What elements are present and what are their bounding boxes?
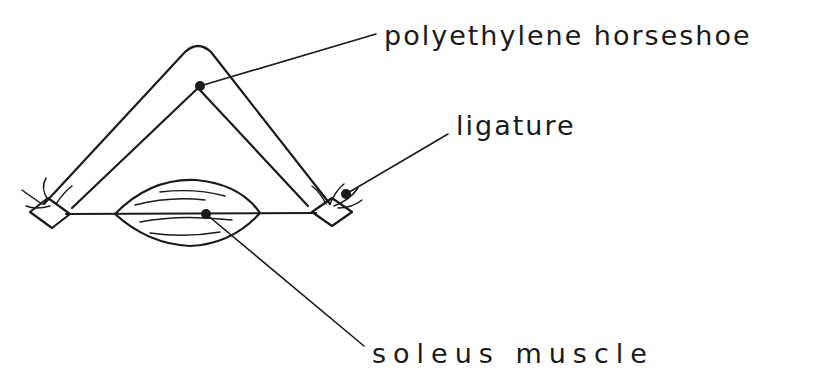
ligature-thread (312, 184, 362, 208)
horseshoe-foot (30, 198, 70, 228)
horseshoe-inner (72, 88, 308, 208)
part-label: ligature (456, 112, 576, 139)
part-label: polyethylene horseshoe (384, 22, 752, 49)
leader-dot (341, 189, 351, 199)
leader-line (346, 134, 448, 194)
leader-dot (201, 209, 211, 219)
muscle-fibre (135, 191, 232, 236)
soleus-muscle (115, 180, 260, 246)
ligature-thread (22, 178, 72, 208)
part-label: soleus muscle (372, 340, 654, 367)
tendon (66, 213, 316, 214)
leader-line (200, 34, 376, 86)
leader-dot (195, 81, 205, 91)
leader-line (206, 214, 364, 346)
horseshoe-foot (312, 198, 352, 226)
